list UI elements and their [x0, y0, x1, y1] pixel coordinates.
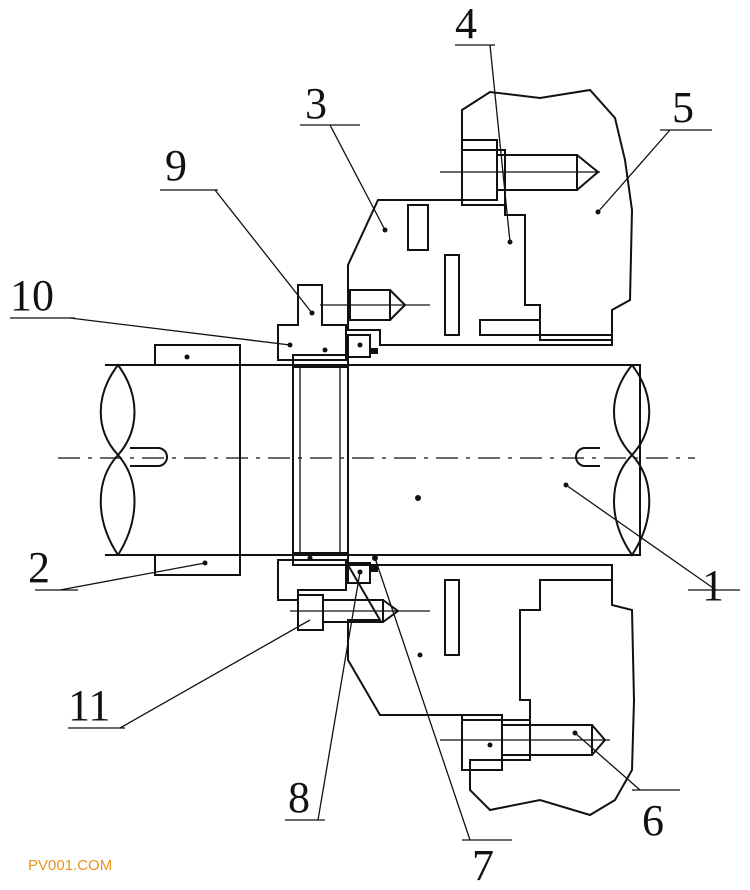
callout-11: 11 — [68, 681, 110, 730]
watermark: PV001.COM — [28, 857, 112, 874]
callout-10: 10 — [10, 271, 54, 320]
bolt-top-left — [320, 204, 430, 321]
callout-1: 1 — [702, 561, 724, 610]
pressure-plate — [277, 284, 347, 601]
ring — [292, 354, 349, 566]
seal-ring — [347, 334, 378, 584]
shaft — [99, 363, 651, 557]
bolt-bottom-left — [290, 594, 430, 631]
end-cover-bottom — [346, 564, 613, 721]
sleeve — [154, 344, 241, 576]
housing-bottom — [469, 579, 636, 817]
callout-4: 4 — [455, 0, 477, 48]
bolt-bottom-right — [440, 714, 610, 771]
bolt-top-right — [440, 139, 600, 201]
callout-8: 8 — [288, 773, 310, 822]
callout-6: 6 — [642, 796, 664, 845]
housing-top — [461, 88, 634, 341]
callout-7: 7 — [472, 841, 494, 890]
callout-9: 9 — [165, 141, 187, 190]
callout-3: 3 — [305, 79, 327, 128]
reference-dots — [184, 209, 601, 748]
end-cover-top — [347, 199, 613, 346]
leader-lines — [10, 44, 740, 841]
callout-5: 5 — [672, 83, 694, 132]
callout-2: 2 — [28, 543, 50, 592]
